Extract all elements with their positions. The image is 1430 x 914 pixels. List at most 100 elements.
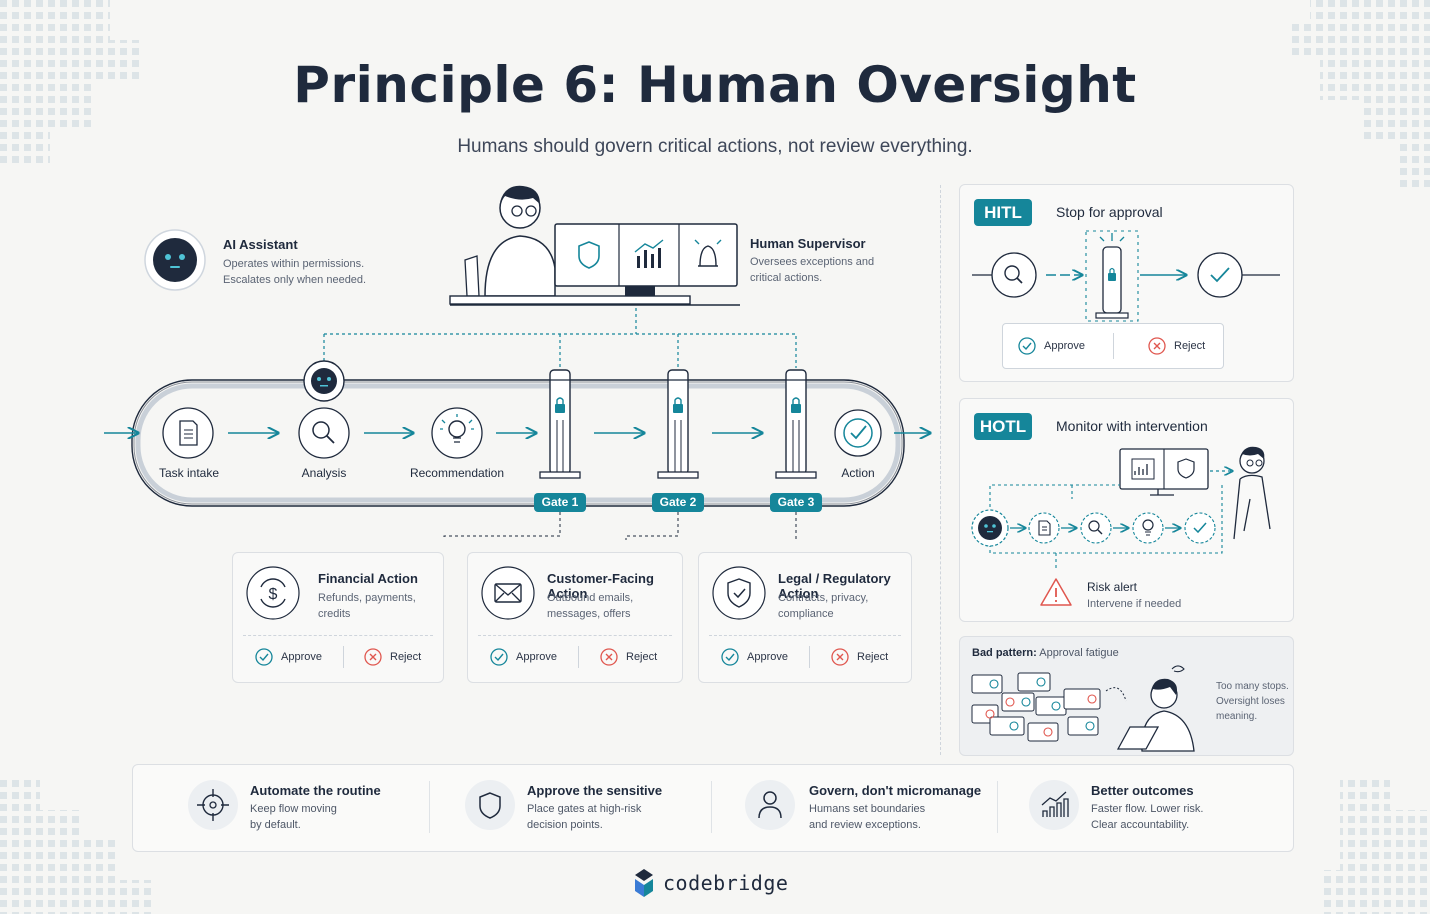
feature-line1: Faster flow. Lower risk. bbox=[1091, 803, 1204, 815]
risk-alert-title: Risk alert bbox=[1087, 580, 1138, 594]
check-circle-icon bbox=[1018, 337, 1036, 355]
corner-dots-bottom-right bbox=[1320, 780, 1430, 914]
reject-button[interactable]: Reject bbox=[600, 648, 657, 666]
crosshair-icon bbox=[188, 780, 238, 830]
feature-line2: by default. bbox=[250, 819, 301, 831]
svg-text:$: $ bbox=[269, 586, 278, 603]
human-supervisor-block: Human Supervisor Oversees exceptions and… bbox=[750, 236, 920, 286]
approve-label: Approve bbox=[281, 651, 322, 663]
shield-icon bbox=[465, 780, 515, 830]
human-supervisor-line2: critical actions. bbox=[750, 272, 823, 284]
action-line2: messages, offers bbox=[547, 608, 631, 620]
action-line2: compliance bbox=[778, 608, 834, 620]
bad-pattern-label: Bad pattern: bbox=[972, 647, 1037, 659]
approve-button[interactable]: Approve bbox=[255, 648, 322, 666]
approve-label: Approve bbox=[747, 651, 788, 663]
feature-line1: Humans set boundaries bbox=[809, 803, 926, 815]
bar-chart-icon bbox=[1029, 780, 1079, 830]
bad-pattern-name: Approval fatigue bbox=[1039, 647, 1119, 659]
action-title: Customer-Facing Action bbox=[547, 571, 654, 601]
envelope-icon bbox=[481, 566, 535, 620]
hitl-panel: HITL Stop for approval Approve Reject bbox=[959, 184, 1294, 382]
x-circle-icon bbox=[1148, 337, 1166, 355]
features-bar: Automate the routine Keep flow moving by… bbox=[132, 764, 1294, 852]
gate-tag-2: Gate 2 bbox=[652, 493, 704, 512]
codebridge-logo-icon bbox=[635, 869, 653, 897]
hotl-flow bbox=[971, 446, 1271, 606]
hotl-panel: HOTL Monitor with intervention bbox=[959, 398, 1294, 622]
node-label-analysis: Analysis bbox=[301, 466, 347, 480]
feature-title: Govern, don't micromanage bbox=[809, 783, 982, 798]
hitl-badge: HITL bbox=[974, 199, 1032, 226]
reject-button[interactable]: Reject bbox=[831, 648, 888, 666]
gate-tag-3: Gate 3 bbox=[770, 493, 822, 512]
ai-assistant-block: AI Assistant Operates within permissions… bbox=[143, 228, 403, 294]
section-divider bbox=[940, 185, 941, 755]
approve-button[interactable]: Approve bbox=[490, 648, 557, 666]
bad-pattern-heading: Bad pattern: Approval fatigue bbox=[972, 647, 1119, 659]
ai-assistant-line1: Operates within permissions. bbox=[223, 258, 365, 270]
shield-check-icon bbox=[712, 566, 766, 620]
page-subtitle: Humans should govern critical actions, n… bbox=[457, 136, 973, 157]
person-icon bbox=[745, 780, 795, 830]
node-label-task-intake: Task intake bbox=[158, 466, 220, 480]
dollar-cycle-icon: $ bbox=[246, 566, 300, 620]
hitl-approve-label: Approve bbox=[1044, 340, 1085, 352]
hotl-title: Monitor with intervention bbox=[1056, 418, 1208, 434]
corner-dots-top-left bbox=[0, 0, 140, 165]
x-circle-icon bbox=[600, 648, 618, 666]
gate-tag-1: Gate 1 bbox=[534, 493, 586, 512]
feature-title: Better outcomes bbox=[1091, 783, 1194, 798]
node-label-recommendation: Recommendation bbox=[409, 466, 505, 480]
check-circle-icon bbox=[490, 648, 508, 666]
feature-line2: and review exceptions. bbox=[809, 819, 921, 831]
action-line1: Contracts, privacy, bbox=[778, 592, 869, 604]
action-card-financial: $ Financial Action Refunds, payments, cr… bbox=[232, 552, 444, 683]
brand-logo: codebridge bbox=[633, 868, 788, 898]
action-line2: credits bbox=[318, 608, 351, 620]
bad-pattern-line1: Too many stops. bbox=[1216, 681, 1289, 692]
hitl-reject-label: Reject bbox=[1174, 340, 1206, 352]
check-circle-icon bbox=[721, 648, 739, 666]
bad-pattern-panel: Bad pattern: Approval fatigue Too many s… bbox=[959, 636, 1294, 756]
feature-title: Approve the sensitive bbox=[527, 783, 663, 798]
action-line1: Outbound emails, bbox=[547, 592, 634, 604]
bad-pattern-line2: Oversight loses bbox=[1216, 696, 1285, 707]
hitl-approve-button[interactable]: Approve bbox=[1018, 337, 1085, 355]
human-supervisor-title: Human Supervisor bbox=[750, 236, 866, 251]
corner-dots-bottom-left bbox=[0, 780, 155, 914]
page-title: Principle 6: Human Oversight bbox=[293, 56, 1137, 114]
human-supervisor-line1: Oversees exceptions and bbox=[750, 256, 875, 268]
reject-label: Reject bbox=[857, 651, 889, 663]
feature-line1: Place gates at high-risk bbox=[527, 803, 642, 815]
reject-label: Reject bbox=[390, 651, 422, 663]
feature-title: Automate the routine bbox=[250, 783, 381, 798]
node-label-action: Action bbox=[841, 466, 875, 480]
action-line1: Refunds, payments, bbox=[318, 592, 416, 604]
hitl-flow bbox=[972, 230, 1280, 322]
reject-button[interactable]: Reject bbox=[364, 648, 421, 666]
check-circle-icon bbox=[255, 648, 273, 666]
reject-label: Reject bbox=[626, 651, 658, 663]
hitl-reject-button[interactable]: Reject bbox=[1148, 337, 1205, 355]
robot-face-icon bbox=[144, 229, 206, 291]
pipeline-diagram bbox=[104, 308, 940, 540]
feature-line2: decision points. bbox=[527, 819, 603, 831]
feature-line1: Keep flow moving bbox=[250, 803, 337, 815]
hitl-title: Stop for approval bbox=[1056, 204, 1163, 220]
ai-assistant-title: AI Assistant bbox=[223, 237, 298, 252]
supervisor-illustration bbox=[449, 185, 740, 306]
approve-label: Approve bbox=[516, 651, 557, 663]
action-title: Legal / Regulatory Action bbox=[778, 571, 891, 601]
ai-assistant-line2: Escalates only when needed. bbox=[223, 274, 367, 286]
brand-name: codebridge bbox=[663, 871, 789, 895]
action-card-legal: Legal / Regulatory Action Contracts, pri… bbox=[698, 552, 912, 683]
approval-fatigue-illustration bbox=[971, 665, 1195, 752]
corner-dots-top-right bbox=[1290, 0, 1430, 190]
action-card-customer: Customer-Facing Action Outbound emails, … bbox=[467, 552, 683, 683]
hotl-badge: HOTL bbox=[974, 413, 1032, 440]
risk-alert-text: Intervene if needed bbox=[1087, 598, 1182, 610]
feature-line2: Clear accountability. bbox=[1091, 819, 1190, 831]
bad-pattern-line3: meaning. bbox=[1216, 711, 1258, 722]
approve-button[interactable]: Approve bbox=[721, 648, 788, 666]
